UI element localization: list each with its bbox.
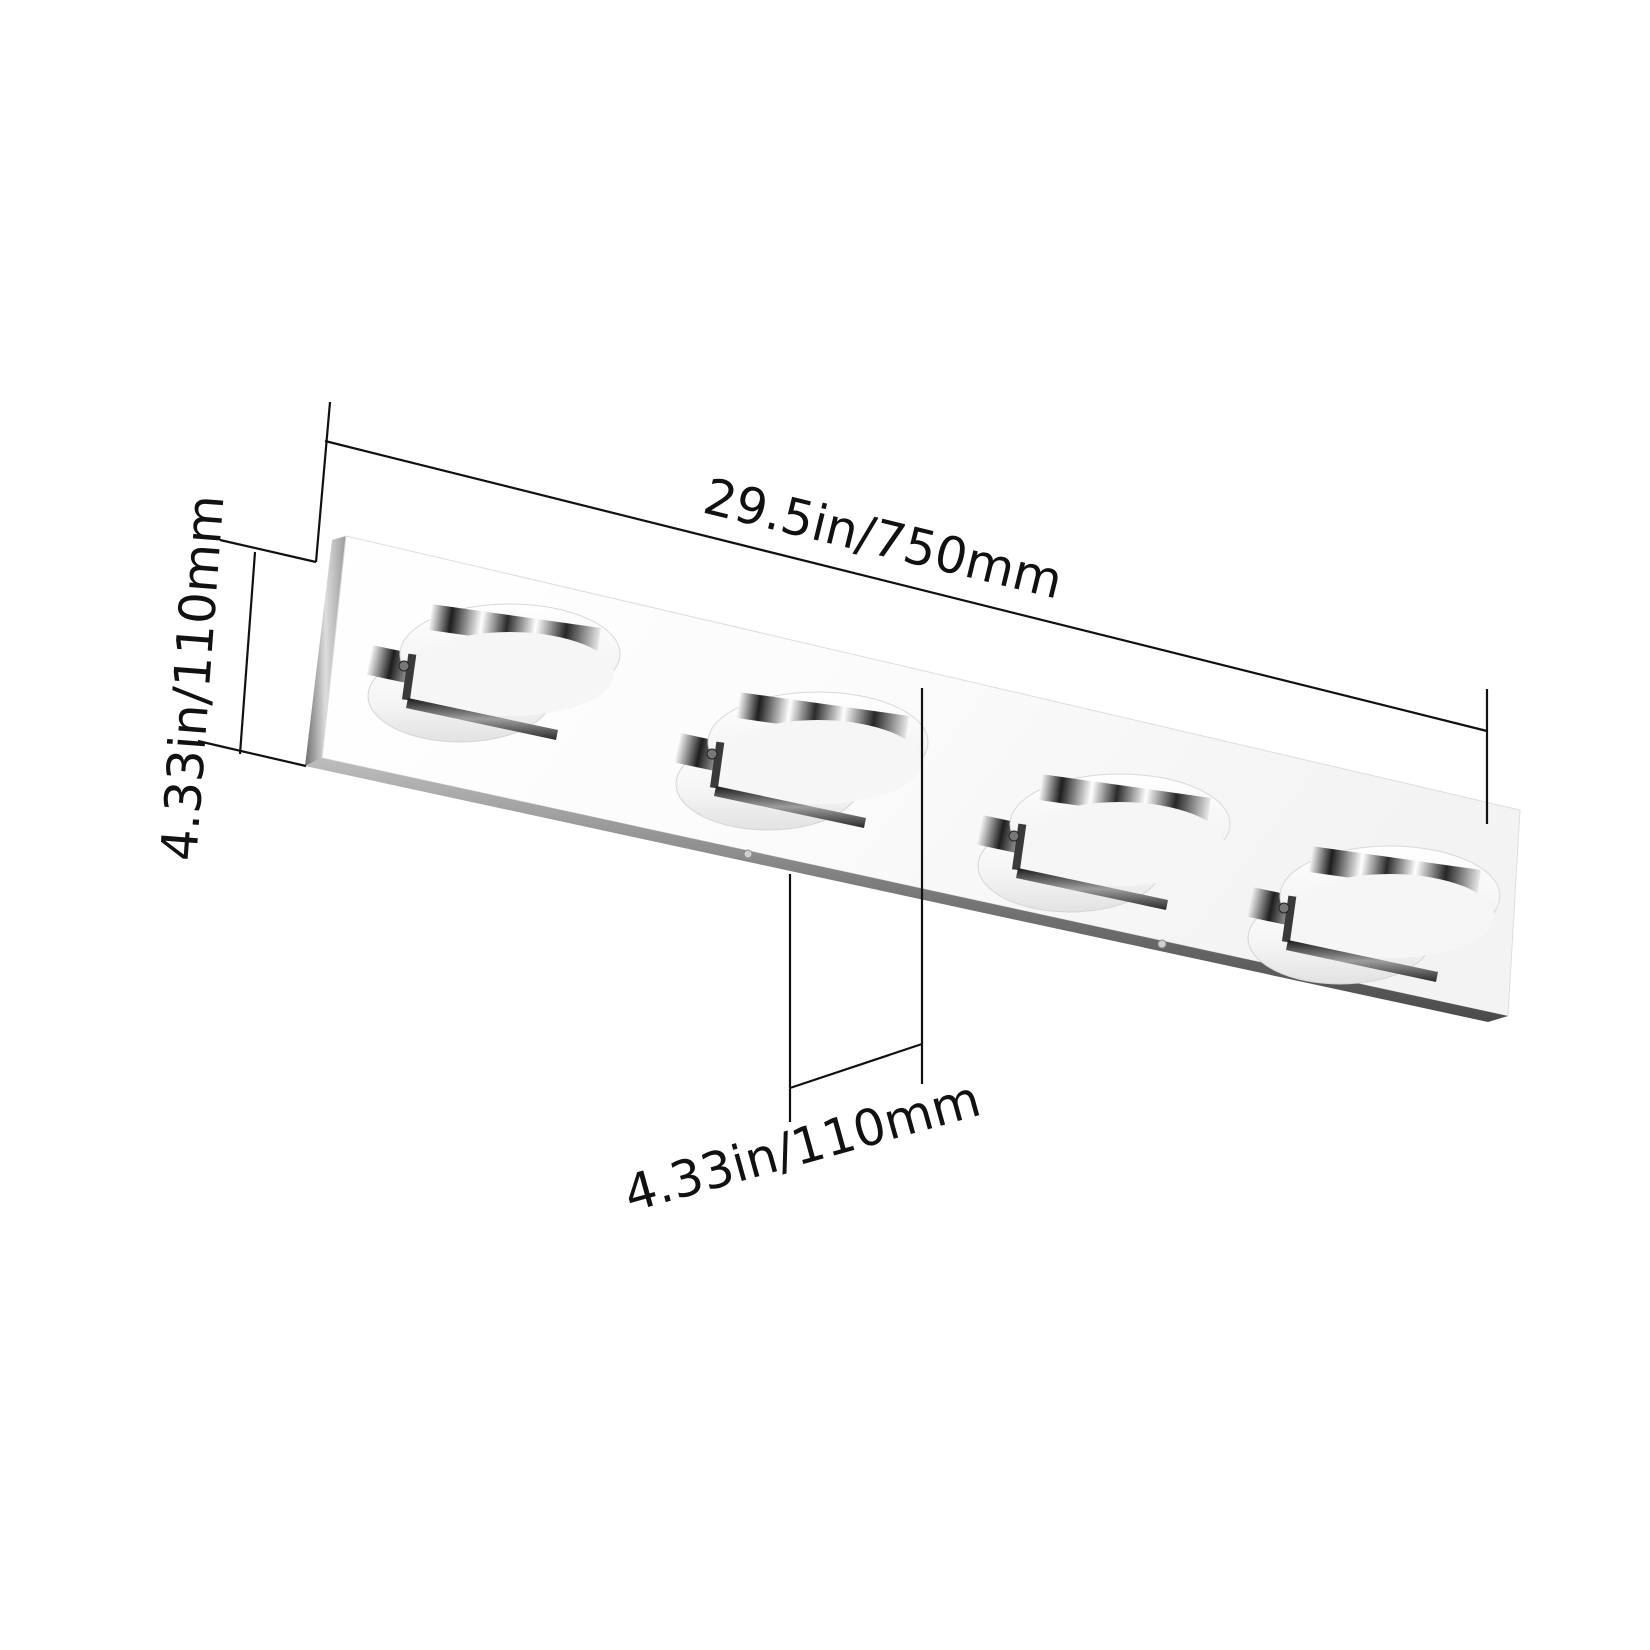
pivot-screw <box>1008 830 1020 842</box>
light-heads <box>366 603 1501 985</box>
length-extension-left <box>314 401 332 563</box>
light-head <box>674 691 929 831</box>
pivot-screw <box>706 748 718 760</box>
height-label: 4.33in/110mm <box>150 493 235 863</box>
bracket-upright <box>1281 895 1297 943</box>
diffuser-face <box>714 720 922 804</box>
dimension-lines <box>197 401 1489 1122</box>
vanity-light-fixture <box>305 535 1521 1022</box>
diffuser-face <box>1016 802 1224 886</box>
height-dimension-line <box>238 551 257 755</box>
mounting-screw <box>1157 939 1167 949</box>
bracket-upright <box>401 653 417 701</box>
depth-label: 4.33in/110mm <box>618 1070 987 1224</box>
backplate-bottom-edge <box>305 758 1508 1022</box>
bracket-arm <box>1286 940 1438 982</box>
backplate-left-edge <box>305 536 346 766</box>
light-head <box>976 773 1231 913</box>
light-head <box>366 603 621 743</box>
height-extension-top <box>219 538 317 564</box>
bracket-upright <box>709 741 725 789</box>
height-extension-bottom <box>197 739 307 768</box>
length-label: 29.5in/750mm <box>698 467 1068 610</box>
diffuser-face <box>406 632 614 716</box>
pivot-screw <box>398 660 410 672</box>
pivot-screw <box>1278 902 1290 914</box>
bracket-arm <box>714 786 866 828</box>
bracket-arm <box>406 698 558 740</box>
diffuser-face <box>1286 874 1494 958</box>
light-head <box>1246 845 1501 985</box>
mounting-screw <box>743 849 753 859</box>
depth-dimension-line <box>789 1042 923 1090</box>
length-dimension-line <box>324 439 1488 733</box>
bracket-upright <box>1011 823 1027 871</box>
bracket-arm <box>1016 868 1168 910</box>
